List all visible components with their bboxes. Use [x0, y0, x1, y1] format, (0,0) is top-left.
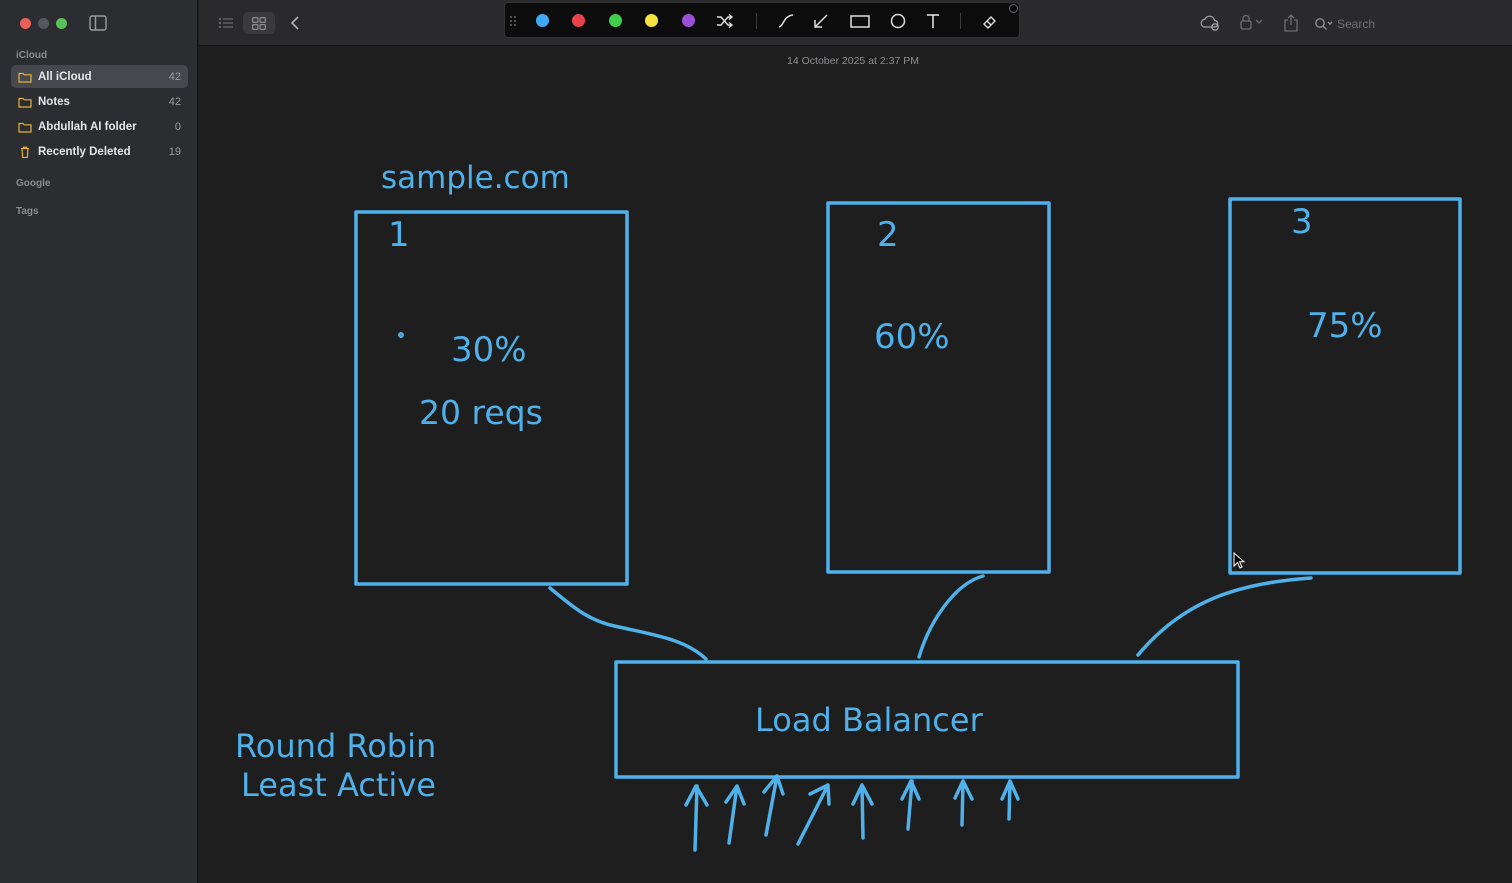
sidebar-toggle-icon[interactable]	[89, 15, 107, 31]
server-box-1	[354, 210, 629, 586]
color-green-button[interactable]	[609, 14, 622, 27]
mouse-cursor-icon	[1233, 552, 1245, 569]
search-icon	[1315, 18, 1333, 30]
note-canvas[interactable]: 14 October 2025 at 2:37 PM sample.com	[199, 47, 1512, 883]
rectangle-icon[interactable]	[849, 12, 871, 30]
color-yellow-button[interactable]	[645, 14, 658, 27]
sidebar-item-count: 42	[168, 70, 181, 83]
connector-line-2	[917, 574, 985, 659]
sidebar-item-count: 0	[174, 120, 181, 133]
eraser-icon[interactable]	[981, 12, 999, 30]
sidebar-item-count: 42	[168, 95, 181, 108]
text-tool-icon[interactable]	[924, 12, 942, 30]
color-red-button[interactable]	[572, 14, 585, 27]
server-box-2	[826, 201, 1051, 574]
section-label-google[interactable]: Google	[16, 178, 51, 189]
grid-icon	[252, 16, 266, 30]
list-icon	[218, 17, 233, 29]
minimize-window-button[interactable]	[38, 18, 49, 29]
drawing-sketch	[354, 197, 1462, 852]
sidebar-item-all-icloud[interactable]: All iCloud 42	[11, 65, 188, 88]
freehand-line-icon[interactable]	[777, 12, 795, 30]
sidebar-item-notes[interactable]: Notes 42	[11, 90, 188, 113]
server-3-number: 3	[1291, 202, 1313, 242]
shuffle-icon[interactable]	[716, 12, 734, 30]
chevron-left-icon	[290, 16, 299, 30]
section-label-tags[interactable]: Tags	[16, 206, 39, 217]
sidebar-item-recently-deleted[interactable]: Recently Deleted 19	[11, 140, 188, 163]
folder-icon	[18, 72, 32, 83]
incoming-requests-arrows	[684, 774, 1020, 852]
algorithm-round-robin: Round Robin	[235, 727, 437, 765]
trash-icon	[21, 146, 29, 158]
back-button[interactable]	[287, 12, 303, 34]
server-3-load: 75%	[1307, 306, 1383, 346]
search-field[interactable]: Search	[1314, 13, 1504, 35]
load-balancer-box	[614, 660, 1240, 779]
lock-icon[interactable]	[1239, 14, 1265, 30]
sidebar: iCloud All iCloud 42 Notes 42 Abdullah A…	[0, 0, 198, 883]
circle-icon[interactable]	[889, 12, 907, 30]
share-icon[interactable]	[1283, 14, 1299, 32]
server-1-requests: 20 reqs	[419, 393, 543, 432]
collaborate-icon[interactable]	[1200, 14, 1220, 32]
sidebar-item-label: All iCloud	[38, 70, 92, 83]
drawing-palette	[504, 2, 1020, 38]
close-window-button[interactable]	[20, 18, 31, 29]
zoom-window-button[interactable]	[56, 18, 67, 29]
algorithm-least-active: Least Active	[241, 766, 436, 804]
server-1-number: 1	[388, 215, 410, 255]
note-timestamp: 14 October 2025 at 2:37 PM	[787, 55, 919, 67]
gallery-view-button[interactable]	[243, 12, 275, 34]
server-2-number: 2	[877, 215, 899, 255]
load-balancer-label: Load Balancer	[755, 701, 983, 739]
close-palette-icon[interactable]	[1009, 4, 1018, 13]
sidebar-item-label: Recently Deleted	[38, 145, 131, 158]
arrow-icon[interactable]	[812, 12, 830, 30]
color-blue-button[interactable]	[536, 14, 549, 27]
color-purple-button[interactable]	[682, 14, 695, 27]
sidebar-item-count: 19	[168, 145, 181, 158]
server-1-load: 30%	[451, 330, 527, 370]
folder-icon	[18, 122, 32, 133]
diagram-title: sample.com	[381, 160, 570, 196]
connector-line-3	[1136, 576, 1313, 657]
sidebar-item-label: Abdullah AI folder	[38, 120, 137, 133]
server-2-load: 60%	[874, 317, 950, 357]
folder-icon	[18, 97, 32, 108]
connector-line-1	[548, 586, 708, 661]
drag-handle-icon[interactable]	[508, 12, 518, 30]
list-view-button[interactable]	[215, 12, 237, 34]
ink-dot	[398, 332, 404, 338]
section-label-icloud: iCloud	[16, 50, 48, 61]
server-box-3	[1228, 197, 1462, 575]
sidebar-item-abdullah-ai-folder[interactable]: Abdullah AI folder 0	[11, 115, 188, 138]
search-placeholder: Search	[1337, 17, 1376, 31]
note-toolbar: Search	[199, 0, 1512, 46]
sidebar-item-label: Notes	[38, 95, 70, 108]
